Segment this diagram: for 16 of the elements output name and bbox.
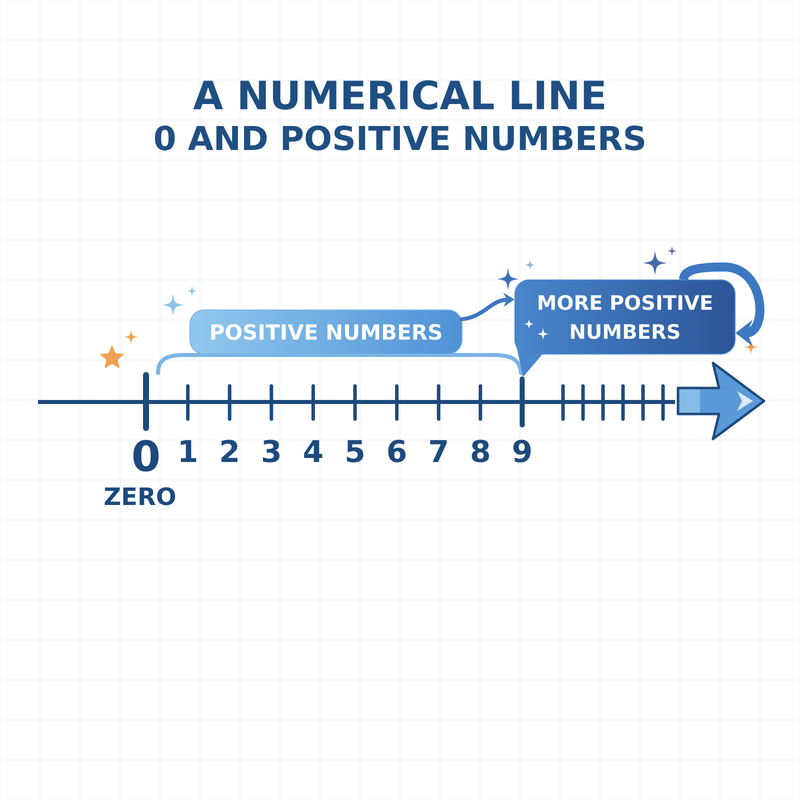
number-label: 7 [430, 440, 447, 462]
number-label: 8 [472, 440, 489, 462]
loop-arrow [679, 262, 764, 346]
subtitle: 0 AND POSITIVE NUMBERS [154, 126, 644, 150]
number-label: 6 [388, 440, 406, 462]
number-label: 1 [180, 440, 196, 462]
speech-bubble: MORE POSITIVE NUMBERS [514, 280, 736, 377]
number-label: 4 [304, 440, 322, 462]
title: A NUMERICAL LINE [193, 80, 604, 110]
zero-label: ZERO [104, 487, 176, 506]
number-label: 5 [346, 440, 364, 462]
number-label: 3 [262, 440, 280, 462]
number-label: 2 [222, 440, 238, 462]
callout-bubble: POSITIVE NUMBERS [190, 310, 462, 354]
number-label: 0 [133, 440, 159, 472]
number-label: 9 [513, 440, 531, 462]
